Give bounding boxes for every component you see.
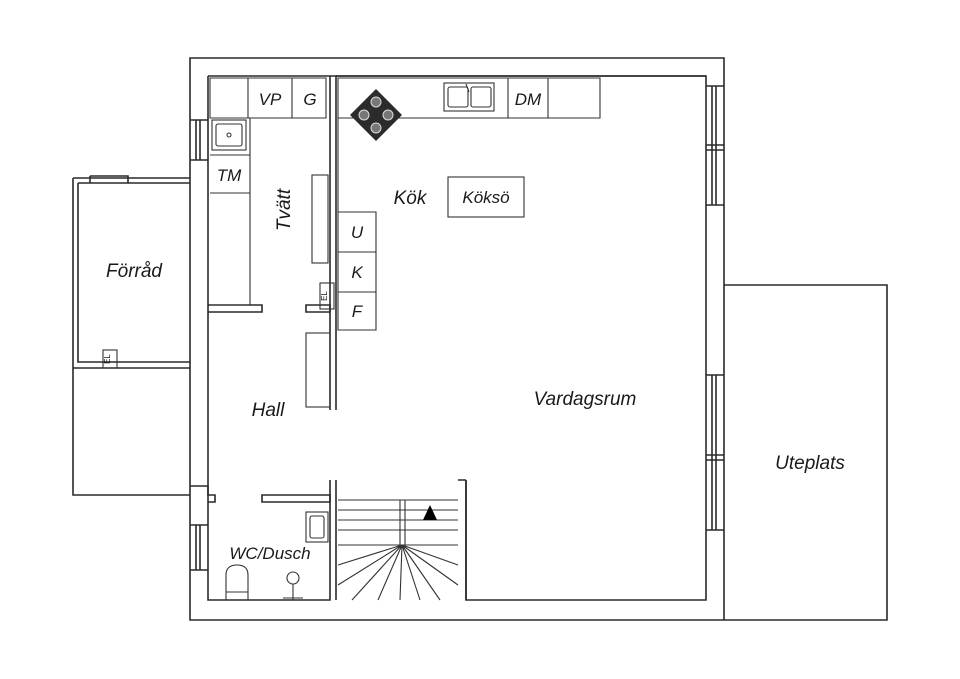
room-label-wc: WC/Dusch <box>229 544 310 563</box>
fixture-label-el-tvatt: EL <box>320 291 329 301</box>
room-label-forrad: Förråd <box>106 261 163 282</box>
room-label-hall: Hall <box>252 400 286 421</box>
hob <box>350 89 402 141</box>
hob-burner-2 <box>358 109 370 121</box>
room-label-uteplats: Uteplats <box>775 453 845 474</box>
tvatt-sink-basin <box>215 123 243 147</box>
stair-walls <box>335 479 467 600</box>
outer-wall-outer <box>189 57 725 621</box>
kitchen-side-counter <box>337 118 377 331</box>
sink-tap <box>465 83 470 93</box>
dm-dividers <box>507 78 549 118</box>
tvatt-sink-drain <box>226 132 232 138</box>
fixture-label-g: G <box>303 90 316 109</box>
sink-basin-left <box>447 86 469 108</box>
el-box-forrad <box>102 349 118 369</box>
forrad-outer-wall <box>72 177 190 496</box>
stair-winders <box>337 544 459 601</box>
hob-burner-1 <box>370 96 382 108</box>
wc-wall <box>261 494 331 503</box>
hall-wardrobe <box>305 332 331 408</box>
kitchen-sink <box>443 82 495 112</box>
shower-head <box>286 571 300 585</box>
sink-basin-right <box>470 86 492 108</box>
window-right-bottom <box>706 374 724 531</box>
kitchen-divider-wall <box>329 76 337 410</box>
tvatt-top-counter <box>209 77 327 119</box>
hob-burner-3 <box>382 109 394 121</box>
tvatt-wall-left <box>208 304 263 313</box>
fixtures <box>102 77 601 601</box>
walls <box>72 57 888 621</box>
vp-g-dividers <box>247 78 293 118</box>
stair-stringer <box>399 500 406 545</box>
kitchen-island <box>447 176 525 218</box>
room-label-kok: Kök <box>394 188 428 209</box>
fixture-label-tm: TM <box>217 166 242 185</box>
window-left-wc <box>190 524 208 571</box>
fixture-label-vp: VP <box>259 90 282 109</box>
stair-treads <box>338 499 458 546</box>
kitchen-top-counter <box>337 77 601 119</box>
forrad-inner-wall <box>73 182 190 369</box>
fixture-label-koksö: Köksö <box>462 188 509 207</box>
uteplats-outline <box>724 284 888 621</box>
wc-sink <box>305 511 329 543</box>
tvatt-left-counter <box>210 117 251 306</box>
tvatt-sink <box>211 119 247 151</box>
room-label-vardagsrum: Vardagsrum <box>534 389 637 410</box>
tvatt-shelf <box>311 174 329 264</box>
fixture-label-dm: DM <box>515 90 542 109</box>
window-right-top <box>706 85 724 206</box>
forrad-window <box>89 175 129 183</box>
wc-corner <box>190 485 216 503</box>
wc-sink-basin <box>309 515 325 539</box>
tvatt-wall-right <box>305 304 331 313</box>
hob-plate <box>350 89 402 141</box>
room-label-tvatt: Tvätt <box>274 188 295 231</box>
fixture-label-el-forrad: EL <box>103 354 112 364</box>
ukf-dividers <box>338 251 376 293</box>
window-left-tvatt <box>190 119 208 161</box>
hob-burner-4 <box>370 122 382 134</box>
fixture-label-u: U <box>351 223 364 242</box>
toilet <box>225 564 249 600</box>
fixture-label-k: K <box>351 263 363 282</box>
fixture-label-f: F <box>352 302 364 321</box>
shower-drain <box>283 584 303 600</box>
tm-box-lines <box>210 154 250 194</box>
outer-wall-inner-left <box>207 76 331 601</box>
stair-direction-arrow <box>423 505 437 520</box>
el-box-tvatt <box>319 282 335 310</box>
outer-wall-inner <box>208 75 707 601</box>
